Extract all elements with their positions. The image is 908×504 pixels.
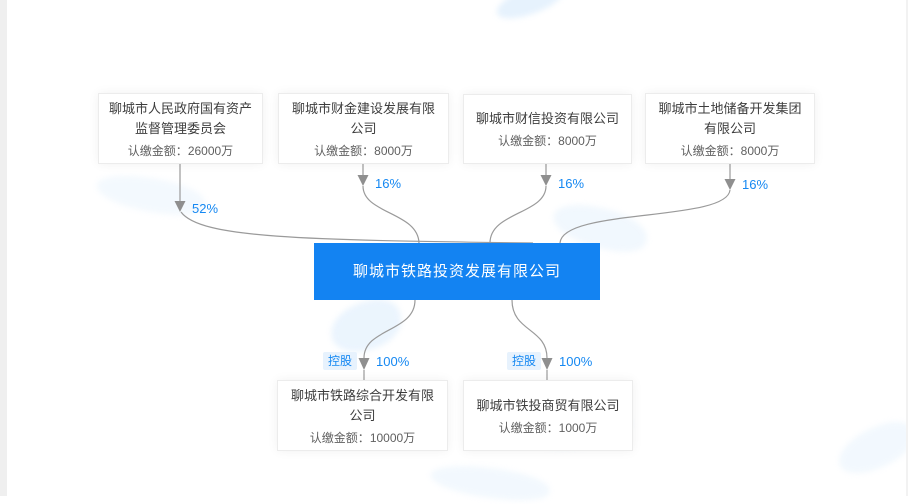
shareholder-node[interactable]: 聊城市财信投资有限公司 认缴金额：8000万 — [463, 94, 632, 164]
company-name: 聊城市铁路综合开发有限公司 — [290, 387, 434, 423]
arrowhead-down-icon — [541, 358, 553, 370]
company-name: 聊城市铁投商贸有限公司 — [476, 397, 620, 413]
amount-label: 认缴金额： — [498, 420, 559, 435]
amount-value: 1000万 — [558, 420, 598, 435]
amount-value: 8000万 — [740, 143, 780, 158]
amount-value: 26000万 — [187, 143, 234, 158]
arrowhead-down-icon — [724, 179, 736, 190]
amount-value: 8000万 — [374, 143, 413, 158]
arrowhead-down-icon — [174, 201, 186, 212]
connector-line — [363, 299, 416, 359]
ownership-percent: 16% — [375, 176, 402, 191]
ownership-percent: 16% — [558, 176, 585, 191]
amount-label: 认缴金额： — [127, 143, 188, 158]
page-edge-strip — [0, 0, 7, 496]
company-name: 聊城市土地储备开发集团有限公司 — [658, 100, 802, 136]
subsidiary-node[interactable]: 聊城市铁投商贸有限公司 认缴金额：1000万 — [463, 380, 633, 451]
arrowhead-down-icon — [357, 175, 369, 186]
page-edge-strip — [906, 0, 908, 496]
connector-line — [489, 185, 547, 244]
company-name: 聊城市财金建设发展有限公司 — [291, 100, 435, 136]
amount-label: 认缴金额： — [680, 143, 741, 158]
amount-label: 认缴金额： — [309, 430, 370, 445]
connector-line — [511, 299, 548, 359]
connector-line — [559, 189, 731, 244]
arrowhead-down-icon — [358, 358, 370, 370]
company-name: 聊城市财信投资有限公司 — [475, 111, 619, 126]
subsidiary-node[interactable]: 聊城市铁路综合开发有限公司 认缴金额：10000万 — [277, 380, 448, 451]
shareholder-node[interactable]: 聊城市财金建设发展有限公司 认缴金额：8000万 — [278, 93, 449, 164]
arrowhead-down-icon — [540, 175, 552, 186]
amount-label: 认缴金额： — [498, 134, 559, 148]
connector-line — [362, 185, 420, 244]
ownership-percent: 100% — [559, 354, 593, 369]
shareholder-node[interactable]: 聊城市人民政府国有资产监督管理委员会 认缴金额：26000万 — [98, 93, 263, 164]
holding-badge: 控股 — [507, 352, 542, 370]
central-company-node[interactable]: 聊城市铁路投资发展有限公司 — [314, 243, 600, 300]
amount-value: 10000万 — [369, 430, 416, 445]
company-name: 聊城市人民政府国有资产监督管理委员会 — [109, 100, 253, 136]
amount-value: 8000万 — [558, 134, 597, 148]
amount-label: 认缴金额： — [314, 143, 375, 158]
holding-badge: 控股 — [323, 352, 358, 370]
ownership-percent: 52% — [192, 201, 219, 216]
connector-line — [180, 211, 534, 244]
company-name: 聊城市铁路投资发展有限公司 — [352, 262, 561, 280]
shareholder-node[interactable]: 聊城市土地储备开发集团有限公司 认缴金额：8000万 — [645, 93, 815, 164]
ownership-percent: 16% — [742, 177, 769, 192]
ownership-percent: 100% — [376, 354, 410, 369]
